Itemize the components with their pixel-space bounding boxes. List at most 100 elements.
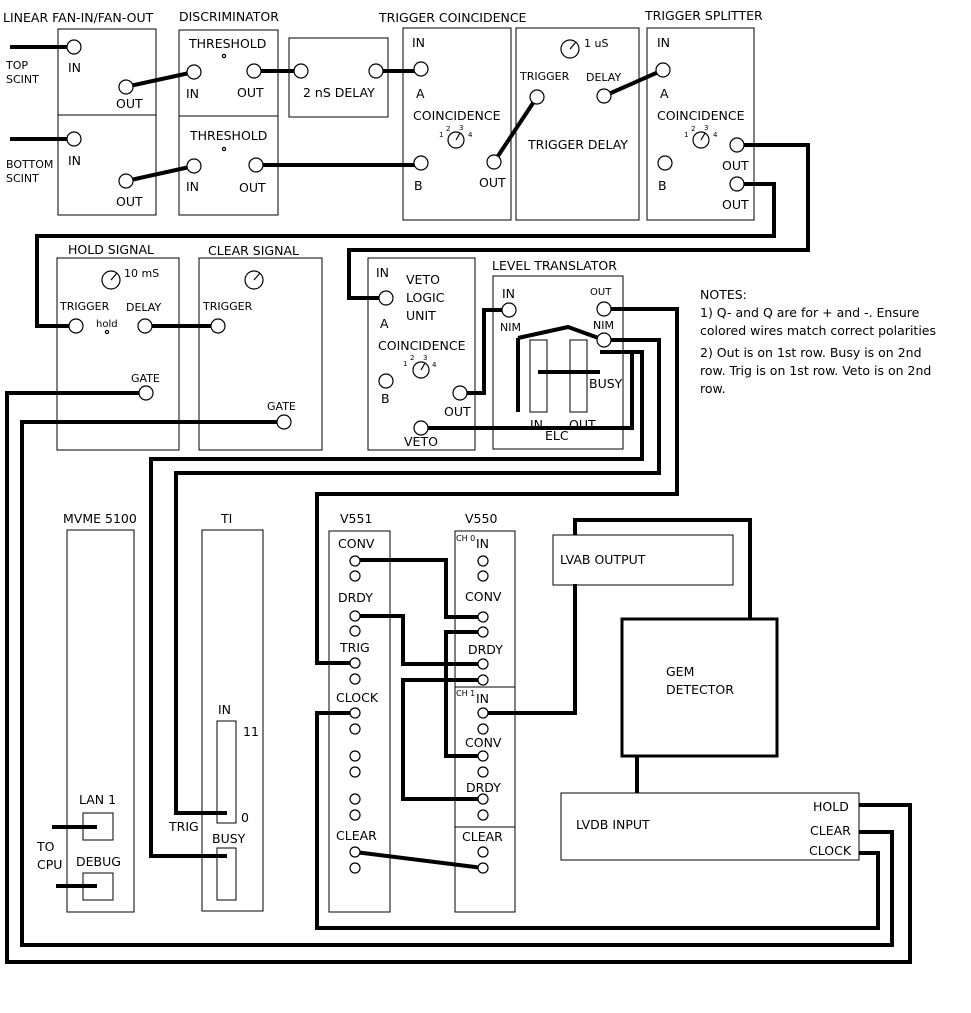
wire-fanout2-disc2 xyxy=(125,164,195,183)
label-text: SCINT xyxy=(6,73,39,86)
labels: LINEAR FAN-IN/FAN-OUT DISCRIMINATOR TRIG… xyxy=(3,8,936,872)
shape xyxy=(700,132,706,141)
clear-signal-box xyxy=(198,257,323,451)
wire-drdy-ch1 xyxy=(401,678,483,801)
title-v551: V551 xyxy=(340,511,372,526)
label-text: 3 xyxy=(459,124,463,132)
knobs xyxy=(101,39,710,379)
title-leveltrans: LEVEL TRANSLATOR xyxy=(492,258,617,273)
label-text: CLEAR xyxy=(462,829,503,844)
v550-ch1-in-2 xyxy=(477,723,489,735)
title-clear: CLEAR SIGNAL xyxy=(208,243,299,258)
label-text: CLEAR xyxy=(810,823,851,838)
coinc-a xyxy=(413,61,429,77)
label-text: hold xyxy=(96,319,118,330)
label-text: COINCIDENCE xyxy=(657,108,745,123)
label-text: 0 xyxy=(241,810,249,825)
shape xyxy=(455,132,461,141)
label-text: TRIGGER DELAY xyxy=(527,137,628,152)
cables xyxy=(5,45,912,964)
v551-conv-2 xyxy=(349,570,361,582)
wire-lt-nim-ti xyxy=(174,338,661,815)
v551-clear-2 xyxy=(349,862,361,874)
label-text: TRIGGER xyxy=(59,300,110,313)
v551-clear-1 xyxy=(349,846,361,858)
label-text: CONV xyxy=(465,735,502,750)
split-out2 xyxy=(729,176,745,192)
label-text: 4 xyxy=(713,131,718,139)
hold-gate xyxy=(138,385,154,401)
label-text: DETECTOR xyxy=(666,682,734,697)
label-text: ELC xyxy=(545,428,569,443)
label-text: 1 xyxy=(439,131,443,139)
label-text: DRDY xyxy=(468,642,503,657)
wire-drdy-ch0 xyxy=(356,614,483,666)
wire-fanout1-disc1 xyxy=(124,70,195,89)
lt-in xyxy=(501,302,517,318)
title-trigcoinc: TRIGGER COINCIDENCE xyxy=(378,10,527,25)
split-a xyxy=(655,62,671,78)
ti-in-slot xyxy=(216,720,237,824)
v550-ch0-drdy-2 xyxy=(477,674,489,686)
hold-signal-box xyxy=(56,257,180,451)
label-text: IN xyxy=(186,86,199,101)
label-text: colored wires match correct polarities xyxy=(700,323,936,338)
label-text: LVAB OUTPUT xyxy=(560,552,646,567)
title-v550: V550 xyxy=(465,511,497,526)
v550-ch1-drdy-1 xyxy=(477,793,489,805)
wire-vetoout-nimin xyxy=(460,308,509,395)
label-text: DEBUG xyxy=(76,854,121,869)
wire-clock-lvdb xyxy=(315,711,880,930)
split-out1 xyxy=(729,137,745,153)
v550-ch0-conv-2 xyxy=(477,626,489,638)
label-text: A xyxy=(380,316,389,331)
label-text: CPU xyxy=(37,857,62,872)
trigdelay-trigger xyxy=(529,89,545,105)
wire-conv-ch1 xyxy=(444,630,483,758)
label-text: TRIGGER xyxy=(519,70,570,83)
label-text: THRESHOLD xyxy=(189,128,267,143)
label-text: IN xyxy=(412,35,425,50)
v551-trig-2 xyxy=(349,673,361,685)
label-text: BOTTOM xyxy=(6,158,53,171)
label-text: OUT xyxy=(237,85,264,100)
shape xyxy=(110,272,118,281)
disc2-out xyxy=(248,157,264,173)
label-text: OUT xyxy=(444,404,471,419)
wire-elc-cross xyxy=(517,324,605,342)
label-text: CONV xyxy=(338,536,375,551)
delay-out xyxy=(368,63,384,79)
v550-ch1-drdy-2 xyxy=(477,809,489,821)
label-text: DRDY xyxy=(338,590,373,605)
label-text: CONV xyxy=(465,589,502,604)
label-text: 1 xyxy=(403,360,407,368)
clear-trigger xyxy=(210,318,226,334)
label-text: COINCIDENCE xyxy=(378,338,466,353)
disc2-in xyxy=(186,158,202,174)
label-text: 3 xyxy=(704,124,708,132)
v550-ch1-conv-2 xyxy=(477,766,489,778)
v551-drdy-2 xyxy=(349,625,361,637)
wire-lt-out-trig xyxy=(315,307,679,665)
label-text: row. Trig is on 1st row. Veto is on 2nd xyxy=(700,363,931,378)
label-text: UNIT xyxy=(406,308,436,323)
wire-clear-v551-v550 xyxy=(354,850,484,870)
veto-out xyxy=(452,385,468,401)
label-text: B xyxy=(414,178,423,193)
disc2-dot xyxy=(221,146,227,152)
delay-2ns-box xyxy=(288,37,389,118)
elc-in-bar xyxy=(529,339,548,413)
hold-delay xyxy=(137,318,153,334)
label-text: IN xyxy=(68,60,81,75)
lvab-output-box xyxy=(552,534,734,586)
wire-coinc-trigdelay xyxy=(492,95,539,164)
label-text: OUT xyxy=(722,158,749,173)
disc1-dot xyxy=(221,53,227,59)
veto-b xyxy=(378,373,394,389)
label-text: GEM xyxy=(666,664,694,679)
label-text: IN xyxy=(218,702,231,717)
v551-clock-1 xyxy=(349,707,361,719)
label-text: 11 xyxy=(243,724,259,739)
label-text: IN xyxy=(476,691,489,706)
